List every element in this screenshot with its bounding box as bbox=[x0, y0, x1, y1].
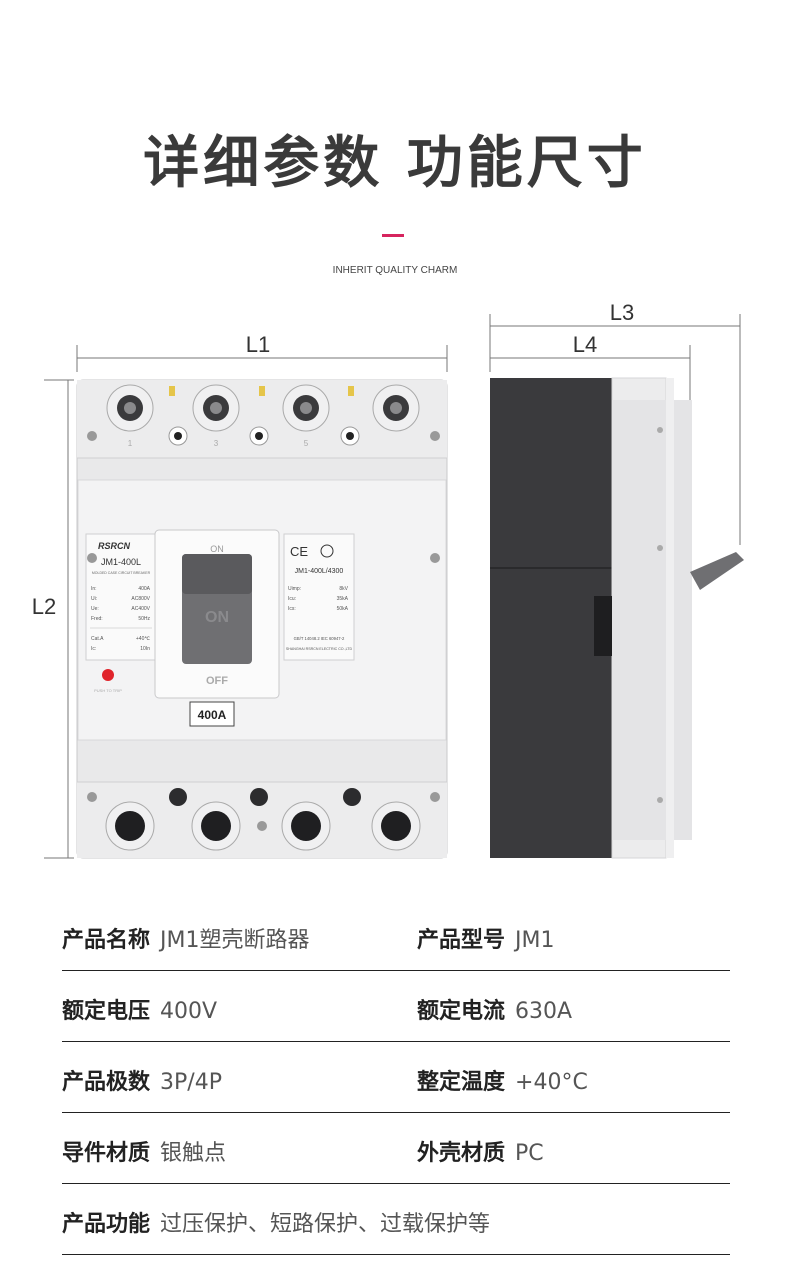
right-line-uimp: Uimp: bbox=[288, 586, 301, 592]
spec-row: 产品极数 3P/4P 整定温度 +40°C bbox=[62, 1042, 730, 1113]
handle-off-mark: OFF bbox=[206, 675, 228, 687]
spec-label: 整定温度 bbox=[417, 1070, 506, 1095]
ce-mark: CE bbox=[290, 544, 308, 559]
right-model: JM1-400L/4300 bbox=[295, 568, 344, 575]
terminal-number-5: 5 bbox=[304, 439, 309, 448]
spec-label: 外壳材质 bbox=[417, 1141, 506, 1166]
trip-button-label: PUSH TO TRIP bbox=[94, 688, 122, 693]
spec-value: 过压保护、短路保护、过载保护等 bbox=[160, 1212, 491, 1237]
spec-label: 额定电流 bbox=[417, 999, 506, 1024]
dimension-l3 bbox=[489, 314, 741, 545]
dimension-l4-label: L4 bbox=[573, 332, 597, 357]
spec-value-cat: +40℃ bbox=[136, 636, 150, 642]
dimension-l1 bbox=[76, 345, 448, 372]
brand-logo: RSRCN bbox=[98, 541, 131, 551]
spec-label: 产品功能 bbox=[62, 1212, 151, 1237]
spec-row: 产品名称 JM1塑壳断路器 产品型号 JM1 bbox=[62, 900, 730, 971]
maker-line: SHANGHAI RSRCN ELECTRIC CO.,LTD bbox=[286, 647, 353, 651]
spec-line-in: In: bbox=[91, 586, 97, 592]
spec-value-in: 400A bbox=[138, 586, 150, 592]
dimension-l1-label: L1 bbox=[246, 332, 270, 357]
spec-label: 产品极数 bbox=[62, 1070, 151, 1095]
spec-line-ic: Ic: bbox=[91, 646, 96, 652]
page-subtitle: INHERIT QUALITY CHARM bbox=[332, 265, 458, 276]
page-title: 详细参数 功能尺寸 bbox=[143, 131, 647, 196]
handle-on-mark: ON bbox=[205, 609, 229, 626]
breaker-front-view: 1 3 5 RSRCN JM1-400L MOLDED CASE CIRCUIT… bbox=[76, 379, 448, 859]
standards-line: GB/T 14048.2 IEC 60947-2 bbox=[294, 636, 345, 641]
spec-line-ue: Ue: bbox=[91, 606, 99, 612]
dimension-diagram: L1 L2 L3 L4 bbox=[32, 300, 744, 859]
current-rating-tag: 400A bbox=[198, 708, 227, 722]
spec-row: 导件材质银触点 外壳材质 PC bbox=[62, 1113, 730, 1184]
model-name: JM1-400L bbox=[101, 557, 141, 567]
spec-line-ui: Ui: bbox=[91, 596, 97, 602]
spec-value: 银触点 bbox=[160, 1141, 227, 1166]
spec-row: 额定电压 400V 额定电流 630A bbox=[62, 971, 730, 1042]
rating-label-left bbox=[85, 533, 157, 661]
dimension-l2 bbox=[44, 379, 74, 859]
handle-on-top: ON bbox=[210, 544, 224, 554]
rating-label-right bbox=[283, 533, 355, 661]
accent-line bbox=[382, 234, 404, 237]
spec-value-ue: AC400V bbox=[131, 606, 150, 612]
spec-line-fred: Fred: bbox=[91, 616, 103, 622]
right-line-icu: Icu: bbox=[288, 596, 296, 602]
spec-value-fred: 50Hz bbox=[138, 616, 150, 622]
spec-value-ui: AC800V bbox=[131, 596, 150, 602]
terminal-number-3: 3 bbox=[214, 439, 219, 448]
spec-value-ic: 10In bbox=[140, 646, 150, 652]
breaker-handle bbox=[154, 529, 280, 699]
spec-label: 导件材质 bbox=[62, 1141, 151, 1166]
spec-row: 产品功能过压保护、短路保护、过载保护等 bbox=[62, 1184, 730, 1255]
trip-button bbox=[102, 669, 114, 681]
spec-table: 产品名称 JM1塑壳断路器 产品型号 JM1 额定电压 400V 额定电流 630A 产… bbox=[62, 900, 730, 1255]
spec-label: 产品型号 bbox=[417, 928, 506, 953]
dimension-l3-label: L3 bbox=[610, 300, 634, 325]
spec-label: 产品名称 bbox=[62, 928, 151, 953]
spec-value: JM1 bbox=[515, 928, 555, 953]
right-value-icu: 35kA bbox=[337, 596, 349, 602]
dimension-l2-label: L2 bbox=[32, 594, 56, 619]
bottom-terminals bbox=[87, 788, 440, 851]
right-line-ics: Ics: bbox=[288, 606, 296, 612]
spec-value: 630A bbox=[515, 999, 573, 1024]
ccc-mark-icon bbox=[320, 544, 334, 558]
spec-value: +40°C bbox=[515, 1070, 588, 1095]
right-value-uimp: 8kV bbox=[339, 586, 348, 592]
spec-line-cat: Cat.A bbox=[91, 636, 104, 642]
top-terminals bbox=[87, 384, 440, 446]
breaker-side-view bbox=[490, 377, 744, 859]
spec-value: JM1塑壳断路器 bbox=[160, 928, 310, 953]
spec-value: 3P/4P bbox=[160, 1070, 222, 1095]
right-value-ics: 50kA bbox=[337, 606, 349, 612]
spec-value: PC bbox=[515, 1141, 544, 1166]
spec-value: 400V bbox=[160, 999, 218, 1024]
terminal-number-1: 1 bbox=[128, 439, 133, 448]
model-subtitle: MOLDED CASE CIRCUIT BREAKER bbox=[92, 571, 151, 575]
spec-label: 额定电压 bbox=[62, 999, 151, 1024]
